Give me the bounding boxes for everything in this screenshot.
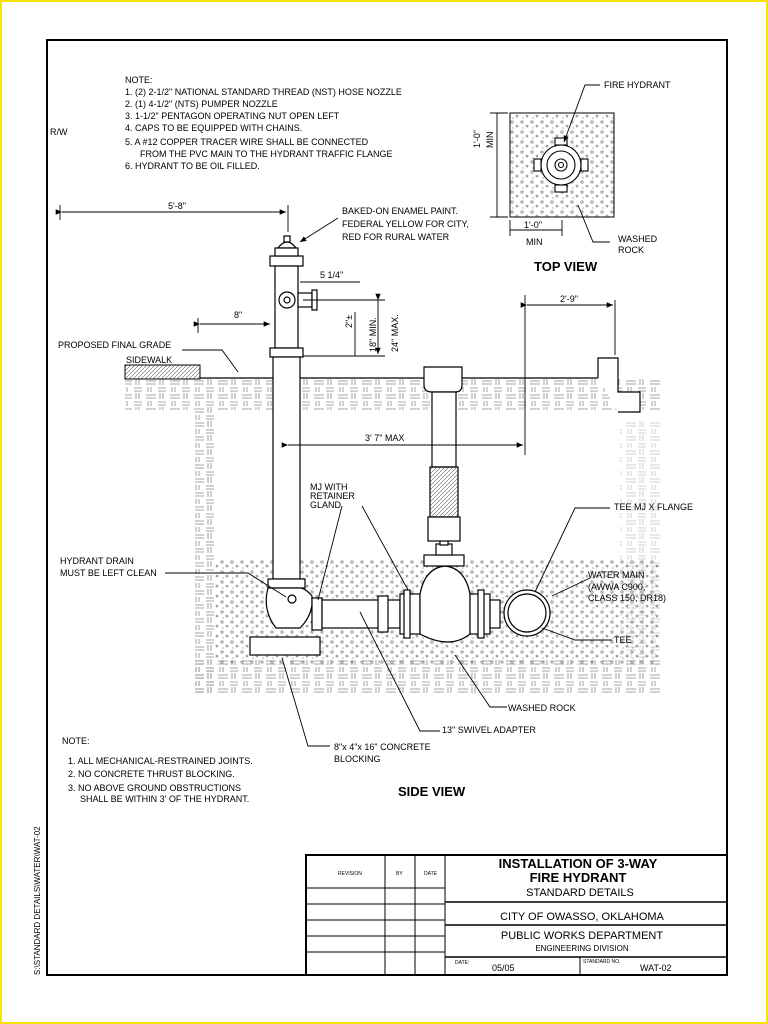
note-top-3: 3. 1-1/2" PENTAGON OPERATING NUT OPEN LE… xyxy=(125,111,340,121)
dim-24-max: 24" MAX. xyxy=(390,314,400,352)
drawing-title-2: FIRE HYDRANT xyxy=(530,870,627,885)
department-name: PUBLIC WORKS DEPARTMENT xyxy=(501,930,663,942)
side-view-title: SIDE VIEW xyxy=(398,784,466,799)
dim-18-min: 18" MIN. xyxy=(368,317,378,352)
dim-2-9: 2'-9" xyxy=(560,294,578,304)
notes-bottom-heading: NOTE: xyxy=(62,736,90,746)
bottom-notes: NOTE: 1. ALL MECHANICAL-RESTRAINED JOINT… xyxy=(62,736,253,804)
water-main xyxy=(503,589,551,637)
top-min-dim-v: 1'-0" xyxy=(472,130,482,148)
note-top-5b: FROM THE PVC MAIN TO THE HYDRANT TRAFFIC… xyxy=(140,149,393,159)
side-view-labels: 5'-8" BAKED-ON ENAMEL PAINT. FEDERAL YEL… xyxy=(58,201,693,799)
top-washed-label-1: WASHED xyxy=(618,234,658,244)
dim-8: 8" xyxy=(234,310,242,320)
revision-col-label: REVISION xyxy=(338,871,362,877)
drawing-title-1: INSTALLATION OF 3-WAY xyxy=(499,856,658,871)
mj-label-2: RETAINER xyxy=(310,491,355,501)
paint-note-1: BAKED-ON ENAMEL PAINT. xyxy=(342,206,458,216)
by-col-label: BY xyxy=(396,871,403,877)
date-col-label: DATE xyxy=(424,871,438,877)
mj-label-3: GLAND xyxy=(310,500,342,510)
hydrant-body xyxy=(265,235,318,629)
washed-rock-label: WASHED ROCK xyxy=(508,703,576,713)
block-label-1: 8"x 4"x 16" CONCRETE xyxy=(334,742,431,752)
dim-5-8: 5'-8" xyxy=(168,201,186,211)
note-bottom-3: 3. NO ABOVE GROUND OBSTRUCTIONS xyxy=(68,783,241,793)
date-value: 05/05 xyxy=(492,963,515,973)
notes-top-heading: NOTE: xyxy=(125,75,153,85)
note-bottom-1: 1. ALL MECHANICAL-RESTRAINED JOINTS. xyxy=(68,756,253,766)
dim-3-7-max: 3' 7" MAX xyxy=(365,433,404,443)
grade-label: PROPOSED FINAL GRADE xyxy=(58,340,171,350)
top-notes: NOTE: 1. (2) 2-1/2" NATIONAL STANDARD TH… xyxy=(125,75,402,171)
top-view: FIRE HYDRANT 1'-0" MIN 1'-0" MIN WASHED … xyxy=(472,80,671,274)
top-view-title: TOP VIEW xyxy=(534,259,598,274)
tee-label: TEE xyxy=(614,635,632,645)
top-min-label-h: MIN xyxy=(526,237,543,247)
title-block xyxy=(305,854,728,976)
mj-label-1: MJ WITH xyxy=(310,482,348,492)
block-label-2: BLOCKING xyxy=(334,754,381,764)
top-min-dim-h: 1'-0" xyxy=(524,220,542,230)
drain-label-1: HYDRANT DRAIN xyxy=(60,556,134,566)
valve-box xyxy=(423,366,463,542)
sidewalk-label: SIDEWALK xyxy=(126,355,172,365)
note-top-5: 5. A #12 COPPER TRACER WIRE SHALL BE CON… xyxy=(125,137,369,147)
standard-no-label: STANDARD NO. xyxy=(583,959,620,965)
water-main-label-2: (AWWA C900, xyxy=(588,582,645,592)
top-fire-hydrant-label: FIRE HYDRANT xyxy=(604,80,671,90)
top-washed-label-2: ROCK xyxy=(618,245,644,255)
paint-note-3: RED FOR RURAL WATER xyxy=(342,232,450,242)
note-top-2: 2. (1) 4-1/2" (NTS) PUMPER NOZZLE xyxy=(125,99,278,109)
file-path-label: S:\STANDARD DETAILS\WATER\WAT-02 xyxy=(33,826,42,975)
side-dimensions xyxy=(55,205,616,747)
note-bottom-3b: SHALL BE WITHIN 3' OF THE HYDRANT. xyxy=(80,794,249,804)
tee-mj-label: TEE MJ X FLANGE xyxy=(614,502,693,512)
dim-5-1-4: 5 1/4" xyxy=(320,270,343,280)
drain-label-2: MUST BE LEFT CLEAN xyxy=(60,568,157,578)
dim-2: 2"± xyxy=(344,315,354,328)
note-top-6: 6. HYDRANT TO BE OIL FILLED. xyxy=(125,161,260,171)
water-main-label-3: CLASS 150, DR18) xyxy=(588,593,666,603)
drawing-subtitle: STANDARD DETAILS xyxy=(526,887,634,899)
top-min-label-v: MIN xyxy=(485,132,495,149)
lead-pipe xyxy=(311,589,421,639)
note-bottom-2: 2. NO CONCRETE THRUST BLOCKING. xyxy=(68,769,235,779)
paint-note-2: FEDERAL YELLOW FOR CITY, xyxy=(342,219,469,229)
grade-lines xyxy=(124,357,641,413)
standard-no-value: WAT-02 xyxy=(640,963,672,973)
title-block-text: REVISION BY DATE INSTALLATION OF 3-WAY F… xyxy=(338,856,672,973)
rw-label: R/W xyxy=(50,127,68,137)
city-name: CITY OF OWASSO, OKLAHOMA xyxy=(500,911,664,923)
division-name: ENGINEERING DIVISION xyxy=(535,944,629,953)
date-label: DATE: xyxy=(455,960,469,966)
note-top-4: 4. CAPS TO BE EQUIPPED WITH CHAINS. xyxy=(125,123,302,133)
swivel-label: 13" SWIVEL ADAPTER xyxy=(442,725,536,735)
note-top-1: 1. (2) 2-1/2" NATIONAL STANDARD THREAD (… xyxy=(125,87,402,97)
concrete-block xyxy=(249,636,321,656)
water-main-label-1: WATER MAIN xyxy=(588,570,645,580)
gate-valve xyxy=(419,539,501,643)
